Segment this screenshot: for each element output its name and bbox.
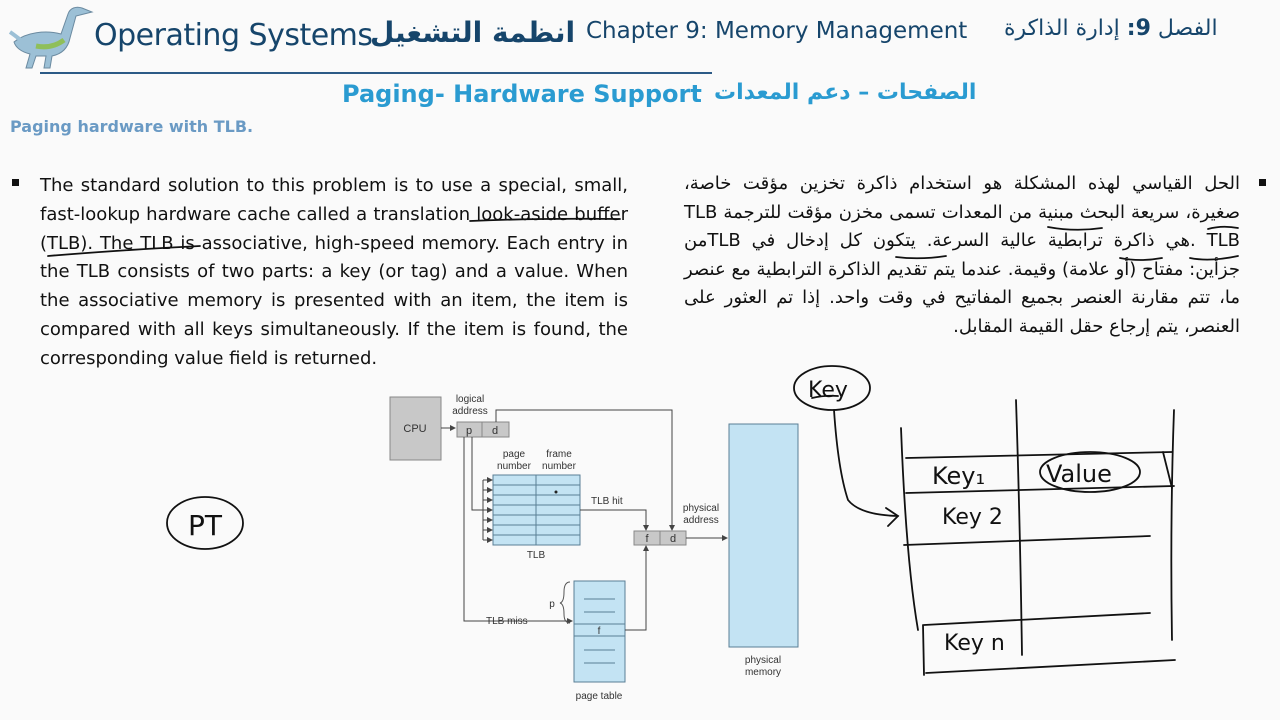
pt-circle [166,496,244,550]
paging-tlb-diagram: CPU logical address p d page number fram… [389,394,799,702]
physical-memory-label-2: memory [745,667,781,678]
d-label-physical: d [670,533,676,545]
chapter-ar-title: إدارة الذاكرة [1004,16,1127,41]
chapter-title-ar: الفصل 9: إدارة الذاكرة [1004,16,1218,41]
physical-address-label-2: address [683,515,719,526]
subheading: Paging hardware with TLB. [10,117,254,136]
bullet-marker [12,179,19,186]
logical-address-label-1: logical [456,394,484,405]
english-bullet-text: The standard solution to this problem is… [40,175,628,369]
arabic-bullet-text: الحل القياسي لهذه المشكلة هو استخدام ذاك… [684,173,1240,337]
physical-memory-label-1: physical [745,655,781,666]
cpu-label: CPU [403,423,426,435]
tlb-miss-label: TLB miss [486,616,528,627]
page-number-label-2: number [497,461,532,472]
logical-address-label-2: address [452,406,488,417]
chapter-ar-prefix: الفصل [1150,16,1218,41]
page-table-label: page table [576,691,623,702]
cpu-box [389,396,442,461]
page-number-label-1: page [503,449,526,460]
page-table [573,580,626,683]
key1-annotation: Key₁ [932,462,985,490]
pt-annotation: PT [188,509,223,542]
frame-number-label-1: frame [546,449,572,460]
tlb-hit-label: TLB hit [591,496,623,507]
course-title-en: Operating Systems [94,18,373,53]
dinosaur-logo-icon [8,6,94,69]
physical-memory-box [728,423,799,648]
arrow-head-icon [885,507,900,527]
page-table-p-label: p [549,599,555,610]
page-table-f-label: f [598,626,601,637]
course-title-ar: انظمة التشغيل [370,16,576,49]
key2-annotation: Key 2 [942,505,1003,530]
arabic-bullet: الحل القياسي لهذه المشكلة هو استخدام ذاك… [684,170,1280,342]
p-label: p [466,425,472,437]
tlb-label: TLB [527,550,546,561]
key-arrow [833,409,899,517]
section-title-ar: الصفحات – دعم المعدات [714,80,977,105]
f-label: f [645,533,649,545]
chapter-title-en: Chapter 9: Memory Management [586,18,968,44]
keyn-annotation: Key n [944,631,1005,656]
title-divider [40,72,712,74]
frame-number-label-2: number [542,461,577,472]
tlb-table [492,474,581,546]
section-title-en: Paging- Hardware Support [342,80,702,108]
bullet-marker [1259,179,1266,186]
value-circle [1039,451,1141,493]
chapter-ar-number: 9: [1126,16,1151,41]
english-bullet: The standard solution to this problem is… [12,172,628,374]
value-annotation: Value [1046,460,1112,488]
d-label: d [492,425,498,437]
physical-address-label-1: physical [683,503,719,514]
